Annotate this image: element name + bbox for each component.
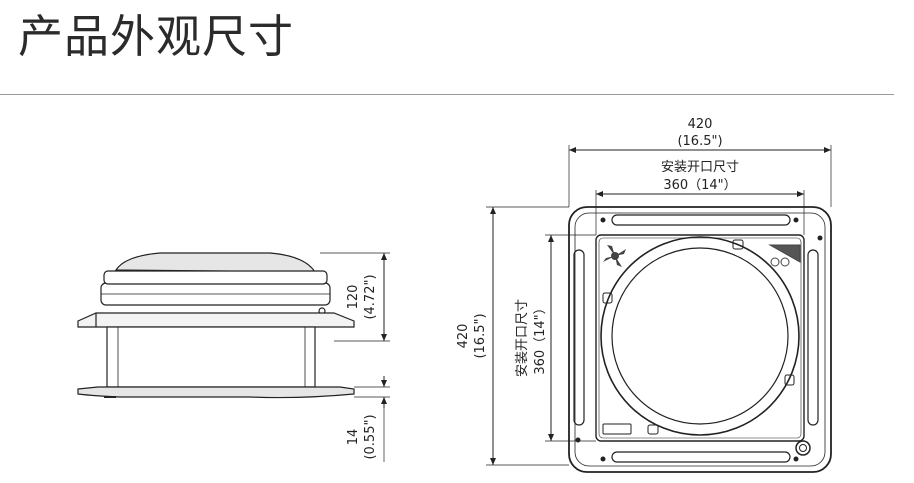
lower-flange — [77, 386, 355, 399]
top-height-in: (16.5") — [473, 313, 488, 358]
flange-thickness-mm: 14 — [346, 429, 361, 446]
opening-label-vertical: 安装开口尺寸 — [515, 299, 530, 377]
inner-panel — [595, 234, 805, 442]
upper-flange — [77, 312, 355, 328]
page-title: 产品外观尺寸 — [18, 10, 295, 63]
vent-slot-left — [573, 249, 585, 426]
top-width-in: (16.5") — [677, 134, 722, 149]
opening-height: 360（14"） — [533, 301, 548, 374]
side-view — [77, 252, 355, 399]
vent-slot-right — [807, 249, 819, 426]
top-view — [568, 206, 832, 473]
top-height-mm: 420 — [456, 324, 471, 349]
side-dimensions — [320, 252, 390, 462]
dome-outline — [114, 252, 317, 273]
control-knob — [795, 440, 811, 456]
top-dimensions — [486, 145, 832, 466]
side-height-in: (4.72") — [363, 274, 378, 319]
opening-label: 安装开口尺寸 — [661, 160, 739, 175]
fan-ring — [600, 236, 800, 436]
vent-slot-top — [611, 214, 791, 226]
control-panel-icon — [768, 244, 801, 267]
flange-thickness-in: (0.55") — [363, 414, 378, 459]
top-width-mm: 420 — [688, 117, 713, 132]
vent-slot-bottom — [611, 451, 791, 463]
side-height-mm: 120 — [346, 285, 361, 310]
fan-logo-icon — [603, 245, 626, 267]
body-walls — [106, 326, 316, 388]
opening-width: 360（14"） — [663, 178, 736, 193]
title-divider — [0, 94, 894, 95]
